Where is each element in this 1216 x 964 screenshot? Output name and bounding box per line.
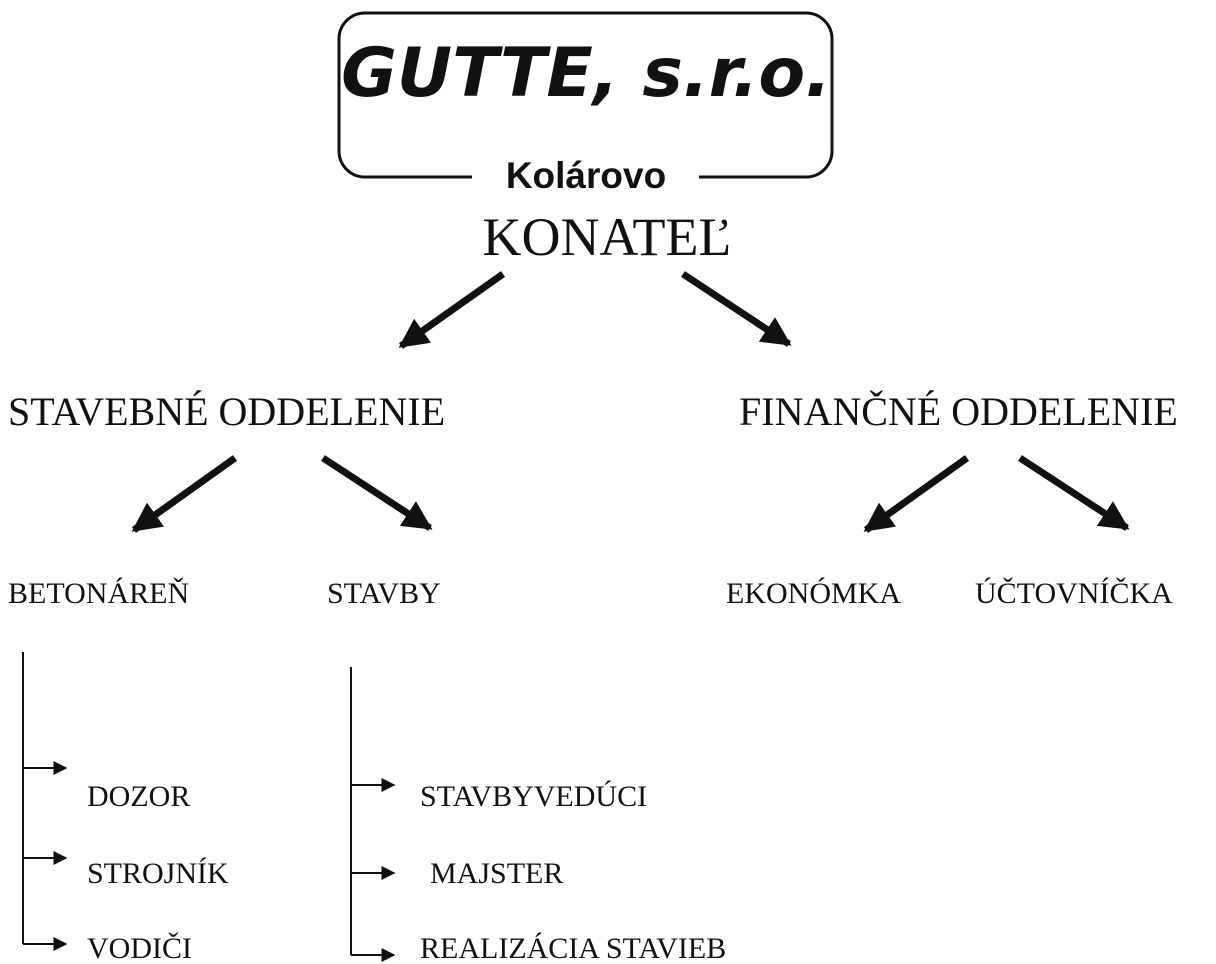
logo-city: Kolárovo [506, 155, 666, 196]
buildings-roles: STAVBYVEDÚCI MAJSTER REALIZÁCIA STAVIEB [350, 667, 726, 964]
node-accountant: ÚČTOVNÍČKA [975, 577, 1173, 610]
role-stavbyveduci: STAVBYVEDÚCI [420, 780, 647, 813]
role-strojnik: STROJNÍK [87, 857, 229, 890]
arrow-to-accountant [1018, 455, 1130, 531]
arrow-to-concrete-plant [131, 455, 238, 533]
arrow-to-construction-dept [398, 271, 506, 349]
arrow-to-economist [863, 455, 970, 533]
role-dozor: DOZOR [87, 780, 190, 813]
logo-city-gap [472, 160, 699, 186]
node-buildings: STAVBY [327, 577, 441, 610]
role-realizacia-stavieb: REALIZÁCIA STAVIEB [420, 932, 726, 964]
concrete-plant-roles: DOZOR STROJNÍK VODIČI [22, 652, 229, 964]
node-construction-dept: STAVEBNÉ ODDELENIE [8, 389, 445, 434]
logo-company-name: GUTTE, s.r.o. [341, 34, 831, 113]
node-concrete-plant: BETONÁREŇ [8, 577, 189, 610]
role-majster: MAJSTER [430, 857, 563, 890]
company-logo: GUTTE, s.r.o. Kolárovo [337, 11, 834, 196]
role-vodici: VODIČI [87, 932, 192, 964]
node-finance-dept: FINANČNÉ ODDELENIE [739, 389, 1178, 434]
arrow-to-finance-dept [681, 271, 792, 347]
node-konatel: KONATEĽ [483, 207, 732, 267]
arrow-to-buildings [321, 455, 433, 531]
node-economist: EKONÓMKA [726, 577, 901, 610]
